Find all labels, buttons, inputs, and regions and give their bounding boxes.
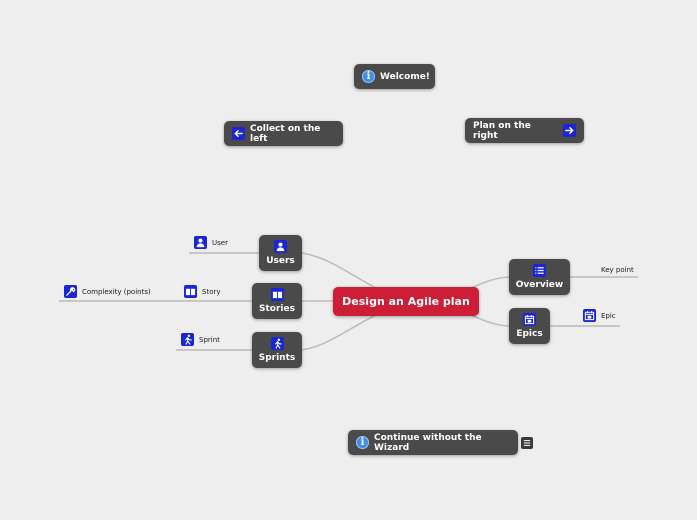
leaf-story[interactable]: Story: [184, 285, 221, 298]
user-icon: [194, 236, 207, 249]
leaf-sprint-label: Sprint: [199, 335, 220, 344]
link-central-sprints: [301, 312, 381, 351]
welcome-label: Welcome!: [380, 71, 430, 82]
plan-node[interactable]: Plan on the right: [465, 118, 584, 143]
list-icon: [533, 264, 546, 277]
menu-icon[interactable]: [521, 437, 533, 449]
arrow-left-icon: [232, 127, 245, 140]
overview-label: Overview: [515, 280, 564, 290]
leaf-key-point[interactable]: Key point: [601, 266, 634, 274]
leaf-epic-label: Epic: [601, 311, 616, 320]
calendar-icon: [523, 313, 536, 326]
epics-node[interactable]: Epics: [509, 308, 550, 344]
continue-label: Continue without the Wizard: [374, 432, 482, 453]
leaf-user[interactable]: User: [194, 236, 228, 249]
stories-label: Stories: [259, 304, 295, 314]
book-icon: [270, 288, 284, 301]
leaf-story-label: Story: [202, 287, 221, 296]
leaf-complexity[interactable]: Complexity (points): [64, 285, 151, 298]
leaf-epic[interactable]: Epic: [583, 309, 616, 322]
sprints-label: Sprints: [258, 353, 296, 363]
leaf-complexity-label: Complexity (points): [82, 287, 151, 296]
central-topic[interactable]: Design an Agile plan: [333, 287, 479, 316]
leaf-user-label: User: [212, 238, 228, 247]
central-label: Design an Agile plan: [342, 295, 470, 308]
wrench-icon: [64, 285, 77, 298]
collect-node[interactable]: Collect on the left: [224, 121, 343, 146]
runner-icon: [270, 337, 284, 350]
runner-icon: [181, 333, 194, 346]
calendar-icon: [583, 309, 596, 322]
welcome-node[interactable]: i Welcome!: [354, 64, 435, 89]
user-icon: [274, 240, 287, 253]
arrow-right-icon: [563, 124, 576, 137]
info-icon: i: [362, 70, 375, 83]
plan-label: Plan on the right: [473, 120, 531, 141]
leaf-sprint[interactable]: Sprint: [181, 333, 220, 346]
collect-label: Collect on the left: [250, 123, 321, 144]
sprints-node[interactable]: Sprints: [252, 332, 302, 368]
epics-label: Epics: [516, 329, 543, 339]
users-label: Users: [266, 256, 295, 266]
info-icon: i: [356, 436, 369, 449]
leaf-key-point-label: Key point: [601, 266, 634, 274]
overview-node[interactable]: Overview: [509, 259, 570, 295]
link-central-users: [301, 252, 381, 291]
users-node[interactable]: Users: [259, 235, 302, 271]
book-icon: [184, 285, 197, 298]
continue-node[interactable]: i Continue without the Wizard: [348, 430, 518, 455]
stories-node[interactable]: Stories: [252, 283, 302, 319]
